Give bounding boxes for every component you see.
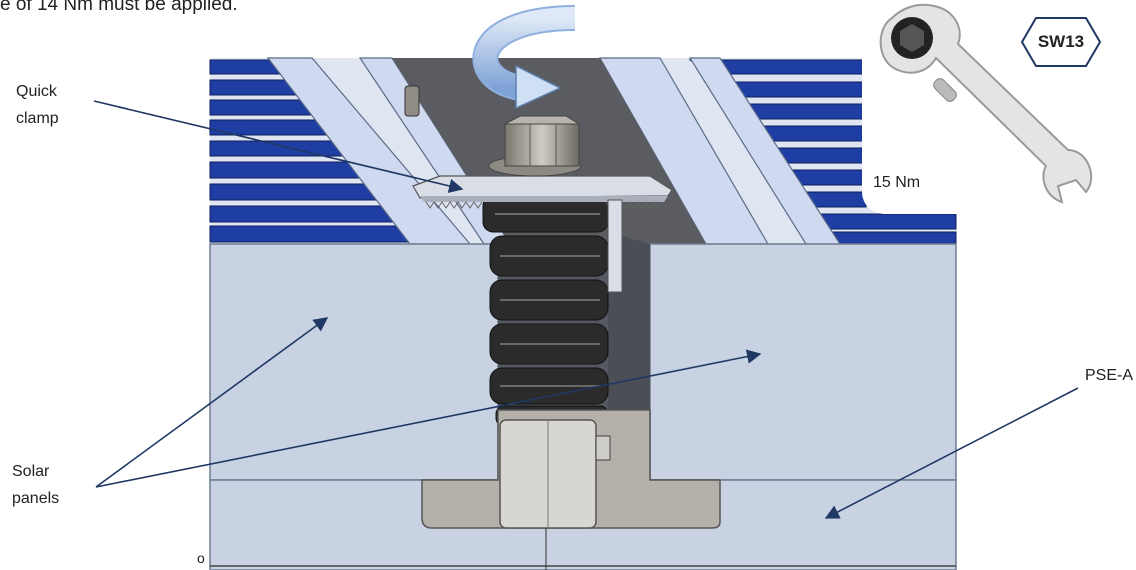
wrench-card: SW13	[862, 0, 1120, 214]
solar-panel-pointer-left	[95, 317, 329, 488]
pse-pointer	[824, 387, 1079, 519]
torque-value: 15 Nm	[873, 174, 921, 191]
rotate-clockwise-arrow-icon	[472, 5, 576, 110]
solar-panels-label-line2: panels	[12, 490, 60, 507]
ratcheting-wrench-icon	[879, 3, 1102, 204]
solar-panels-label-line1: Solar	[12, 463, 50, 480]
rubber-gasket	[482, 195, 609, 427]
quick-clamp	[412, 175, 673, 293]
instruction-text: e of 14 Nm must be applied.	[0, 0, 238, 15]
corner-mark: o	[197, 550, 205, 566]
quick-clamp-label: Quick clamp	[16, 78, 59, 132]
quick-clamp-pointer	[93, 100, 464, 193]
quick-clamp-label-line1: Quick	[16, 83, 57, 100]
pse-label: PSE-A	[1085, 367, 1134, 384]
solar-panels-label: Solar panels	[12, 458, 59, 512]
solar-panel-block-right	[649, 243, 957, 481]
solar-panel-pointer-right	[95, 349, 762, 488]
quick-clamp-label-line2: clamp	[16, 110, 59, 127]
callout-arrows	[93, 100, 1079, 519]
wrench-size-label: SW13	[1037, 32, 1085, 51]
solar-panel-block-left	[209, 243, 499, 481]
hex-bolt	[488, 115, 582, 177]
size-badge-hex	[1020, 17, 1102, 67]
